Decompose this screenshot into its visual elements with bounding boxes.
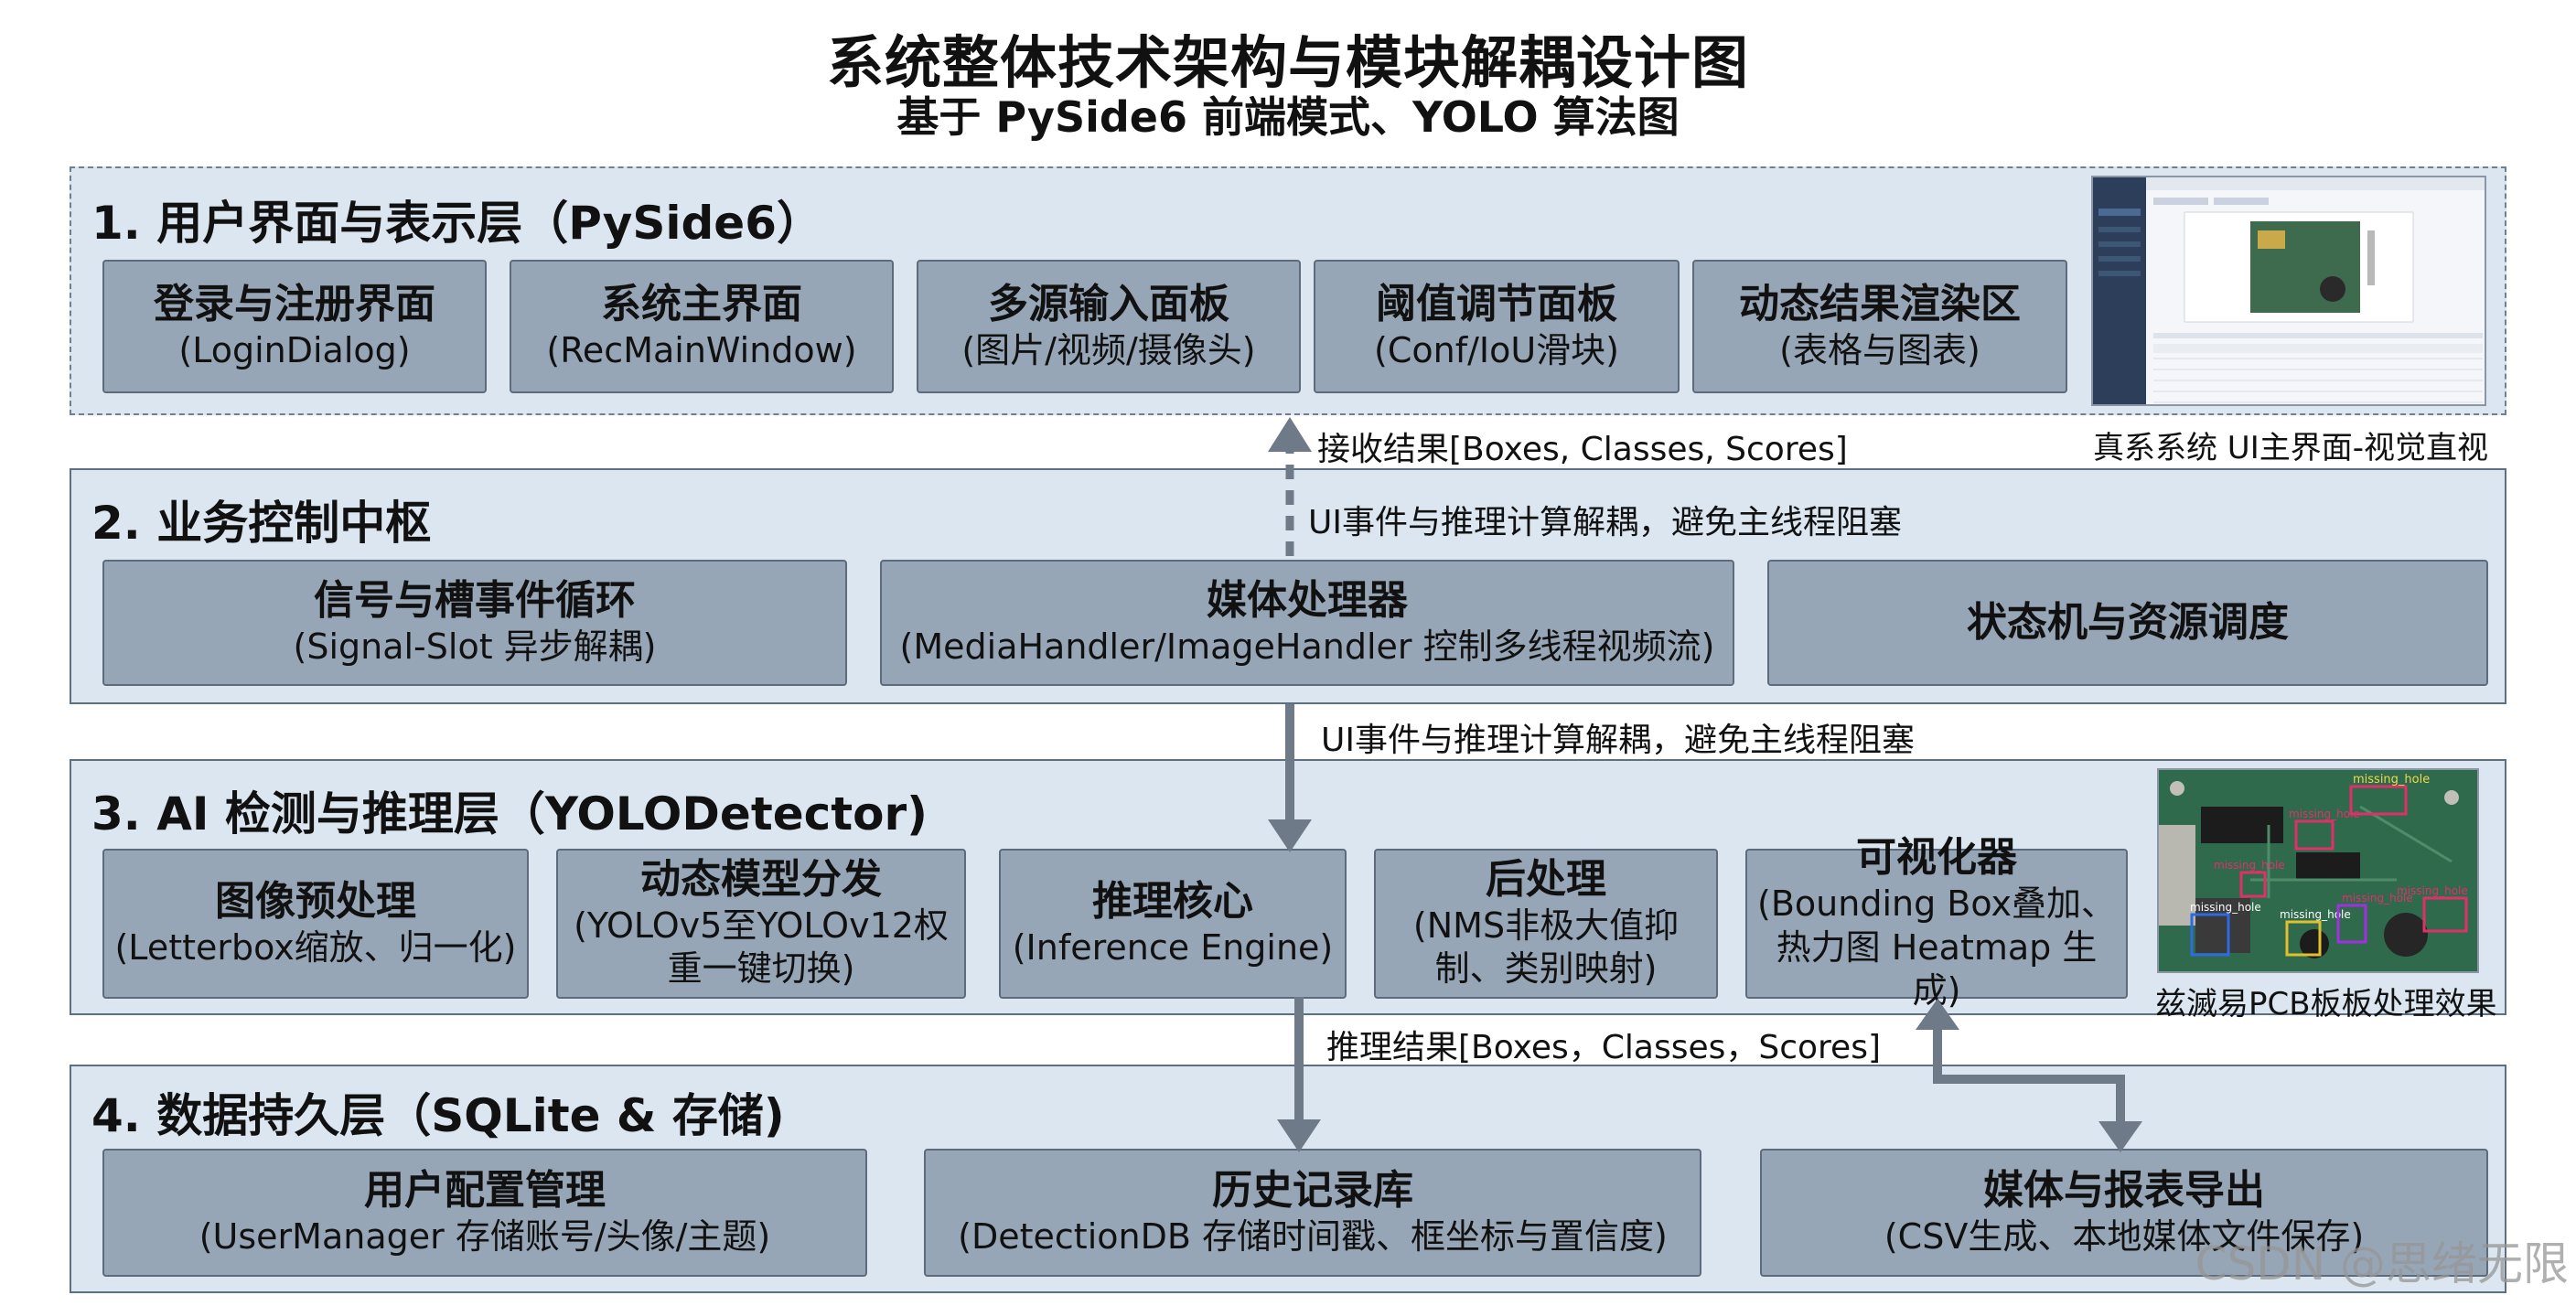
ui-screenshot-thumbnail (2091, 176, 2486, 406)
layer-title: 2. 业务控制中枢 (91, 497, 432, 550)
note-decouple-2: UI事件与推理计算解耦，避免主线程阻塞 (1321, 722, 1915, 759)
box-sub: (Signal-Slot 异步解耦) (293, 626, 657, 667)
box-sub: (RecMainWindow) (546, 329, 857, 370)
pcb-label: missing_hole (2353, 773, 2430, 787)
diagram-subtitle: 基于 PySide6 前端模式、YOLO 算法图 (896, 92, 1680, 142)
box-title: 信号与槽事件循环 (314, 576, 636, 624)
pcb-illustration: missing_hole missing_hole missing_hole m… (2159, 770, 2477, 971)
box-sub: (Bounding Box叠加、热力图 Heatmap 生成) (1757, 883, 2116, 1012)
diagram-title: 系统整体技术架构与模块解耦设计图 (826, 29, 1749, 96)
box-signal-slot: 信号与槽事件循环 (Signal-Slot 异步解耦) (102, 560, 847, 686)
box-threshold-panel: 阈值调节面板 (Conf/IoU滑块) (1314, 260, 1680, 393)
box-title: 多源输入面板 (988, 280, 1229, 327)
note-decouple-1: UI事件与推理计算解耦，避免主线程阻塞 (1308, 504, 1902, 541)
box-media-handler: 媒体处理器 (MediaHandler/ImageHandler 控制多线程视频… (880, 560, 1734, 686)
box-sub: (CSV生成、本地媒体文件保存) (1884, 1215, 2365, 1257)
box-detection-db: 历史记录库 (DetectionDB 存储时间戳、框坐标与置信度) (924, 1149, 1701, 1277)
box-title: 系统主界面 (601, 280, 802, 327)
box-title: 媒体与报表导出 (1983, 1166, 2265, 1214)
box-title: 后处理 (1486, 856, 1606, 904)
box-sub: (LoginDialog) (178, 329, 411, 370)
box-title: 动态模型分发 (640, 856, 882, 904)
pcb-caption: 兹滅易PCB板板处理效果 (2155, 986, 2497, 1022)
box-sub: (DetectionDB 存储时间戳、框坐标与置信度) (958, 1215, 1668, 1257)
box-title: 状态机与资源调度 (1967, 598, 2289, 646)
box-login-dialog: 登录与注册界面 (LoginDialog) (102, 260, 487, 393)
box-preprocess: 图像预处理 (Letterbox缩放、归一化) (102, 849, 529, 999)
box-sub: (Inference Engine) (1012, 926, 1334, 968)
pcb-label: missing_hole (2397, 884, 2468, 897)
arrow-head-up (1268, 417, 1312, 452)
box-title: 推理核心 (1092, 877, 1253, 925)
arrow-head-down (2098, 1121, 2142, 1152)
pcb-label: missing_hole (2342, 892, 2413, 905)
layer-persistence: 4. 数据持久层（SQLite & 存储) 用户配置管理 (UserManage… (70, 1065, 2506, 1293)
ui-screenshot-caption: 真系系统 UI主界面-视觉直视 (2093, 430, 2488, 466)
box-title: 动态结果渲染区 (1739, 280, 2021, 327)
box-media-export: 媒体与报表导出 (CSV生成、本地媒体文件保存) (1760, 1149, 2488, 1277)
box-sub: (Conf/IoU滑块) (1374, 329, 1619, 370)
box-main-window: 系统主界面 (RecMainWindow) (510, 260, 894, 393)
pcb-label: missing_hole (2190, 901, 2261, 914)
layer-title: 1. 用户界面与表示层（PySide6） (91, 197, 822, 250)
box-title: 图像预处理 (215, 877, 416, 925)
box-sub: (NMS非极大值抑制、类别映射) (1412, 905, 1680, 990)
box-title: 可视化器 (1856, 834, 2017, 882)
layer-ai-detection: 3. AI 检测与推理层（YOLODetector) 图像预处理 (Letter… (70, 759, 2506, 1015)
box-input-panel: 多源输入面板 (图片/视频/摄像头) (917, 260, 1301, 393)
box-user-manager: 用户配置管理 (UserManager 存储账号/头像/主题) (102, 1149, 867, 1277)
box-model-dispatch: 动态模型分发 (YOLOv5至YOLOv12权重一键切换) (556, 849, 966, 999)
pcb-label: missing_hole (2280, 908, 2351, 921)
box-title: 媒体处理器 (1207, 576, 1408, 624)
arrow-head-up (1916, 999, 1959, 1030)
ui-screenshot-illustration (2093, 177, 2485, 404)
pcb-label: missing_hole (2214, 859, 2285, 872)
box-sub: (UserManager 存储账号/头像/主题) (199, 1215, 771, 1257)
pcb-result-thumbnail: missing_hole missing_hole missing_hole m… (2157, 768, 2479, 973)
arrow-head-down (1268, 819, 1312, 852)
box-sub: (MediaHandler/ImageHandler 控制多线程视频流) (899, 626, 1715, 667)
box-sub: (图片/视频/摄像头) (961, 329, 1256, 370)
box-title: 历史记录库 (1212, 1166, 1413, 1214)
box-title: 用户配置管理 (364, 1166, 606, 1214)
box-sub: (表格与图表) (1779, 329, 1980, 370)
note-inference-results: 推理结果[Boxes，Classes，Scores] (1326, 1029, 1882, 1066)
watermark: CSDN @思绪无限 (2195, 1237, 2569, 1290)
box-state-machine: 状态机与资源调度 (1767, 560, 2488, 686)
arrow-head-down (1277, 1119, 1321, 1152)
box-result-render: 动态结果渲染区 (表格与图表) (1692, 260, 2067, 393)
box-sub: (YOLOv5至YOLOv12权重一键切换) (574, 905, 949, 990)
box-title: 登录与注册界面 (154, 280, 435, 327)
layer-title: 4. 数据持久层（SQLite & 存储) (91, 1089, 785, 1142)
arrow-visualizer-export (1933, 1024, 2125, 1127)
note-receive-results: 接收结果[Boxes, Classes, Scores] (1317, 431, 1848, 468)
layer-title: 3. AI 检测与推理层（YOLODetector) (91, 787, 928, 840)
box-visualizer: 可视化器 (Bounding Box叠加、热力图 Heatmap 生成) (1745, 834, 2128, 1011)
box-postprocess: 后处理 (NMS非极大值抑制、类别映射) (1374, 849, 1718, 999)
pcb-label: missing_hole (2289, 808, 2360, 820)
box-inference-core: 推理核心 (Inference Engine) (999, 849, 1347, 999)
box-title: 阈值调节面板 (1376, 280, 1617, 327)
box-sub: (Letterbox缩放、归一化) (114, 926, 517, 968)
layer-control: 2. 业务控制中枢 信号与槽事件循环 (Signal-Slot 异步解耦) 媒体… (70, 468, 2506, 704)
